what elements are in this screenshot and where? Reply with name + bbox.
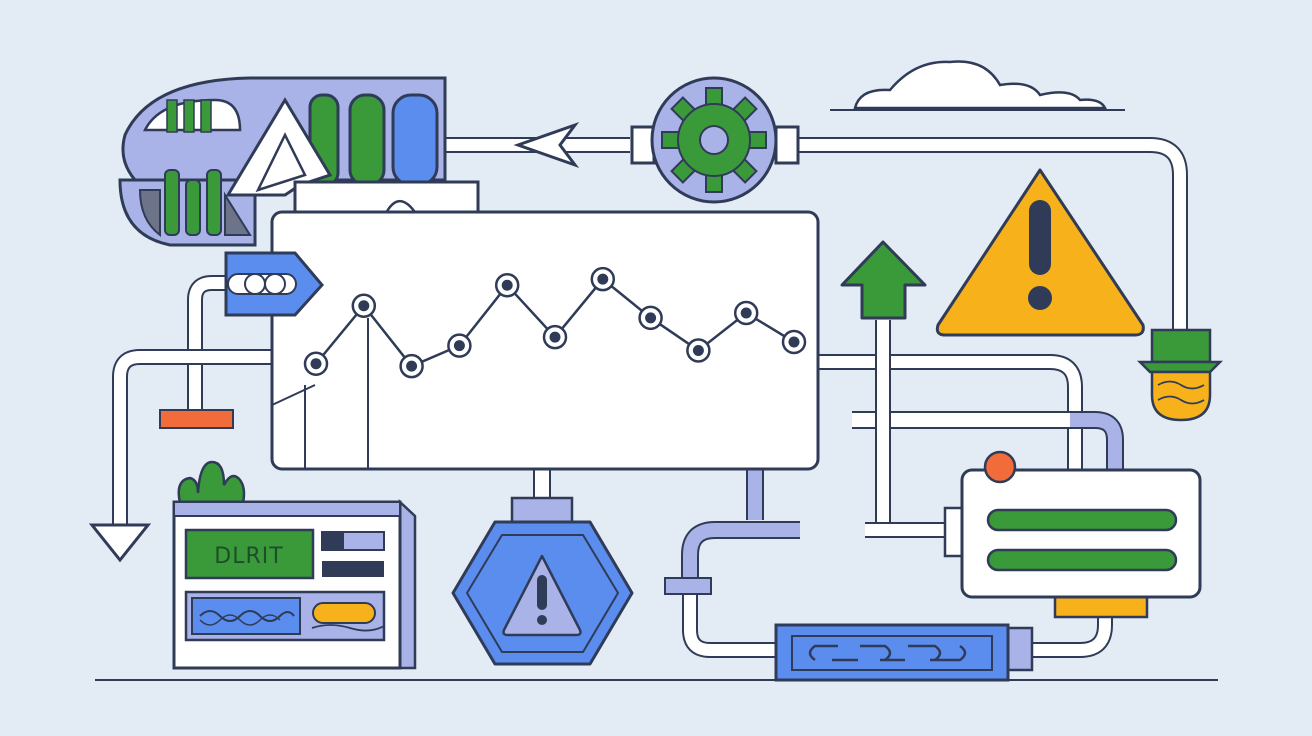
bar-gauge-cluster	[118, 76, 447, 247]
pipes	[112, 137, 1188, 658]
line-chart	[270, 210, 820, 471]
warning-icon	[935, 168, 1145, 337]
data-point-core-11	[788, 336, 800, 348]
data-point-core-2	[358, 300, 370, 312]
light-bulb-icon	[1136, 328, 1224, 422]
cloud-icon	[830, 60, 1125, 111]
data-point-core-4	[453, 340, 465, 352]
data-point-core-6	[549, 331, 561, 343]
left-arrow-icon	[513, 121, 580, 169]
data-point-core-1	[310, 358, 322, 370]
data-point-core-3	[406, 360, 418, 372]
data-point-core-8	[645, 312, 657, 324]
pipe-fitting	[664, 577, 712, 595]
chart-tail	[271, 384, 316, 406]
data-point-core-7	[597, 273, 609, 285]
gear-unit	[630, 76, 800, 204]
chain-link-bar	[774, 623, 1034, 682]
hex-warning-unit	[451, 496, 634, 666]
down-arrow-icon	[88, 523, 152, 563]
data-point-core-10	[740, 307, 752, 319]
orange-valve	[159, 409, 234, 429]
warning-icon	[502, 554, 582, 637]
right-machine	[943, 450, 1202, 619]
gear-icon	[661, 87, 767, 193]
data-point-core-9	[692, 344, 704, 356]
panel-display	[184, 528, 315, 580]
chain-link-icon	[808, 644, 967, 662]
up-arrow-icon	[840, 240, 927, 320]
panel-display-label: DLRIT	[214, 544, 283, 569]
control-panel: DLRIT	[172, 460, 417, 670]
data-point-core-5	[501, 279, 513, 291]
connector-tag	[224, 251, 324, 317]
